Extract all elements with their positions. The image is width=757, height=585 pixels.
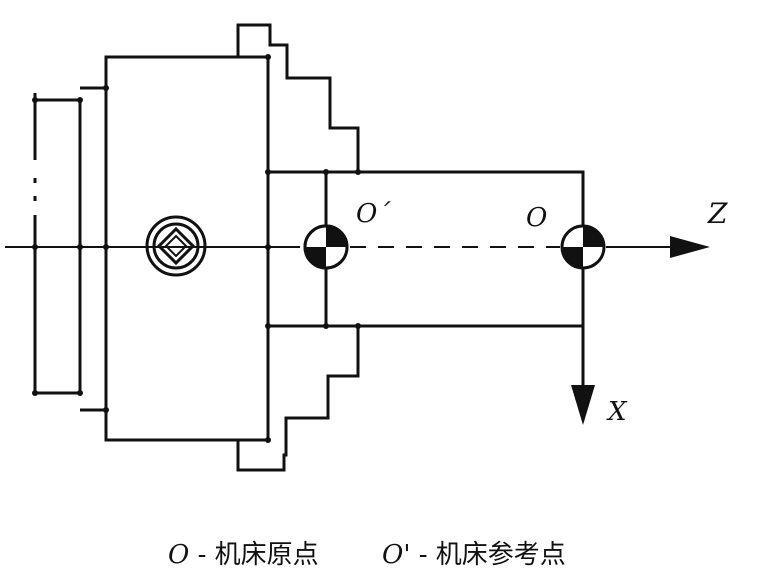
- caption-ref-symbol: O': [382, 540, 410, 570]
- center-line-nodes: [32, 244, 271, 250]
- x-axis: [571, 326, 595, 425]
- outline-nodes: [32, 54, 361, 443]
- label-ref-point: O´: [356, 199, 391, 229]
- caption-ref-text: - 机床参考点: [419, 540, 566, 570]
- svg-text:O - 机床原点: O - 机床原点: [168, 540, 319, 570]
- machine-origin-symbol-icon: [560, 224, 606, 270]
- z-axis-arrow-icon: [670, 236, 710, 258]
- caption: O - 机床原点 O' - 机床参考点: [168, 540, 566, 570]
- upper-jaw: [236, 23, 360, 172]
- spindle-flange: [33, 86, 108, 412]
- caption-origin-text: - 机床原点: [198, 540, 319, 570]
- chuck-body: [104, 55, 270, 442]
- reference-point-symbol-icon: [303, 224, 349, 270]
- label-origin: O: [526, 203, 547, 233]
- label-z-axis: Z: [707, 197, 728, 230]
- caption-origin-symbol: O: [168, 540, 189, 570]
- svg-text:O' - 机床参考点: O' - 机床参考点: [382, 540, 566, 570]
- chuck-key-socket-icon: [145, 215, 207, 277]
- lower-jaw: [236, 328, 360, 472]
- label-x-axis: X: [606, 397, 628, 427]
- x-axis-arrow-icon: [571, 385, 595, 425]
